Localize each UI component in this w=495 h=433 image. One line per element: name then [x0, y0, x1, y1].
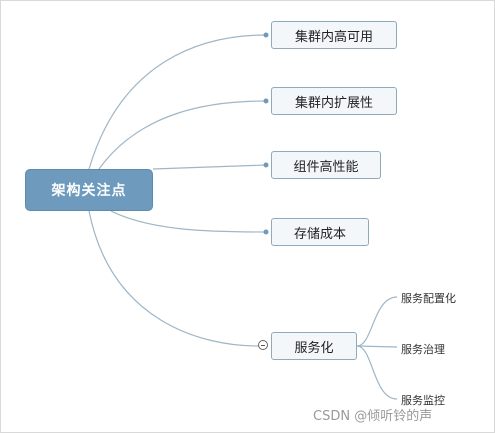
topic-cluster-scalability[interactable]: 集群内扩展性	[271, 87, 397, 115]
topic-label: 存储成本	[293, 226, 346, 242]
topic-storage-cost[interactable]: 存储成本	[271, 218, 369, 246]
link-root-t2	[98, 100, 267, 170]
root-topic[interactable]: 架构关注点	[25, 169, 153, 211]
subtopic-service-governance[interactable]: 服务治理	[401, 343, 445, 356]
link-root-t3	[152, 164, 267, 170]
topic-label: 集群内扩展性	[294, 95, 373, 111]
link-root-t4	[110, 210, 267, 233]
topic-servitization[interactable]: 服务化	[271, 332, 357, 360]
topic-cluster-high-availability[interactable]: 集群内高可用	[271, 21, 397, 49]
link-dot-t3	[263, 162, 269, 168]
link-t5-s2	[356, 345, 398, 348]
subtopic-service-monitoring[interactable]: 服务监控	[401, 394, 445, 407]
topic-label: 集群内高可用	[294, 29, 373, 45]
subtopic-service-configuration[interactable]: 服务配置化	[401, 292, 456, 305]
link-root-t1	[88, 34, 267, 170]
link-dot-t2	[263, 98, 269, 104]
root-topic-label: 架构关注点	[51, 183, 127, 199]
link-dot-t4	[263, 229, 269, 235]
link-t5-s3	[356, 345, 398, 400]
link-t5-s1	[356, 296, 398, 347]
topic-label: 组件高性能	[293, 159, 359, 175]
collapse-toggle-icon[interactable]	[258, 340, 268, 350]
topic-component-performance[interactable]: 组件高性能	[271, 151, 381, 179]
topic-label: 服务化	[294, 340, 334, 356]
link-root-t5	[88, 210, 259, 347]
link-dot-t1	[263, 32, 269, 38]
watermark-text: CSDN @倾听铃的声	[313, 409, 433, 424]
